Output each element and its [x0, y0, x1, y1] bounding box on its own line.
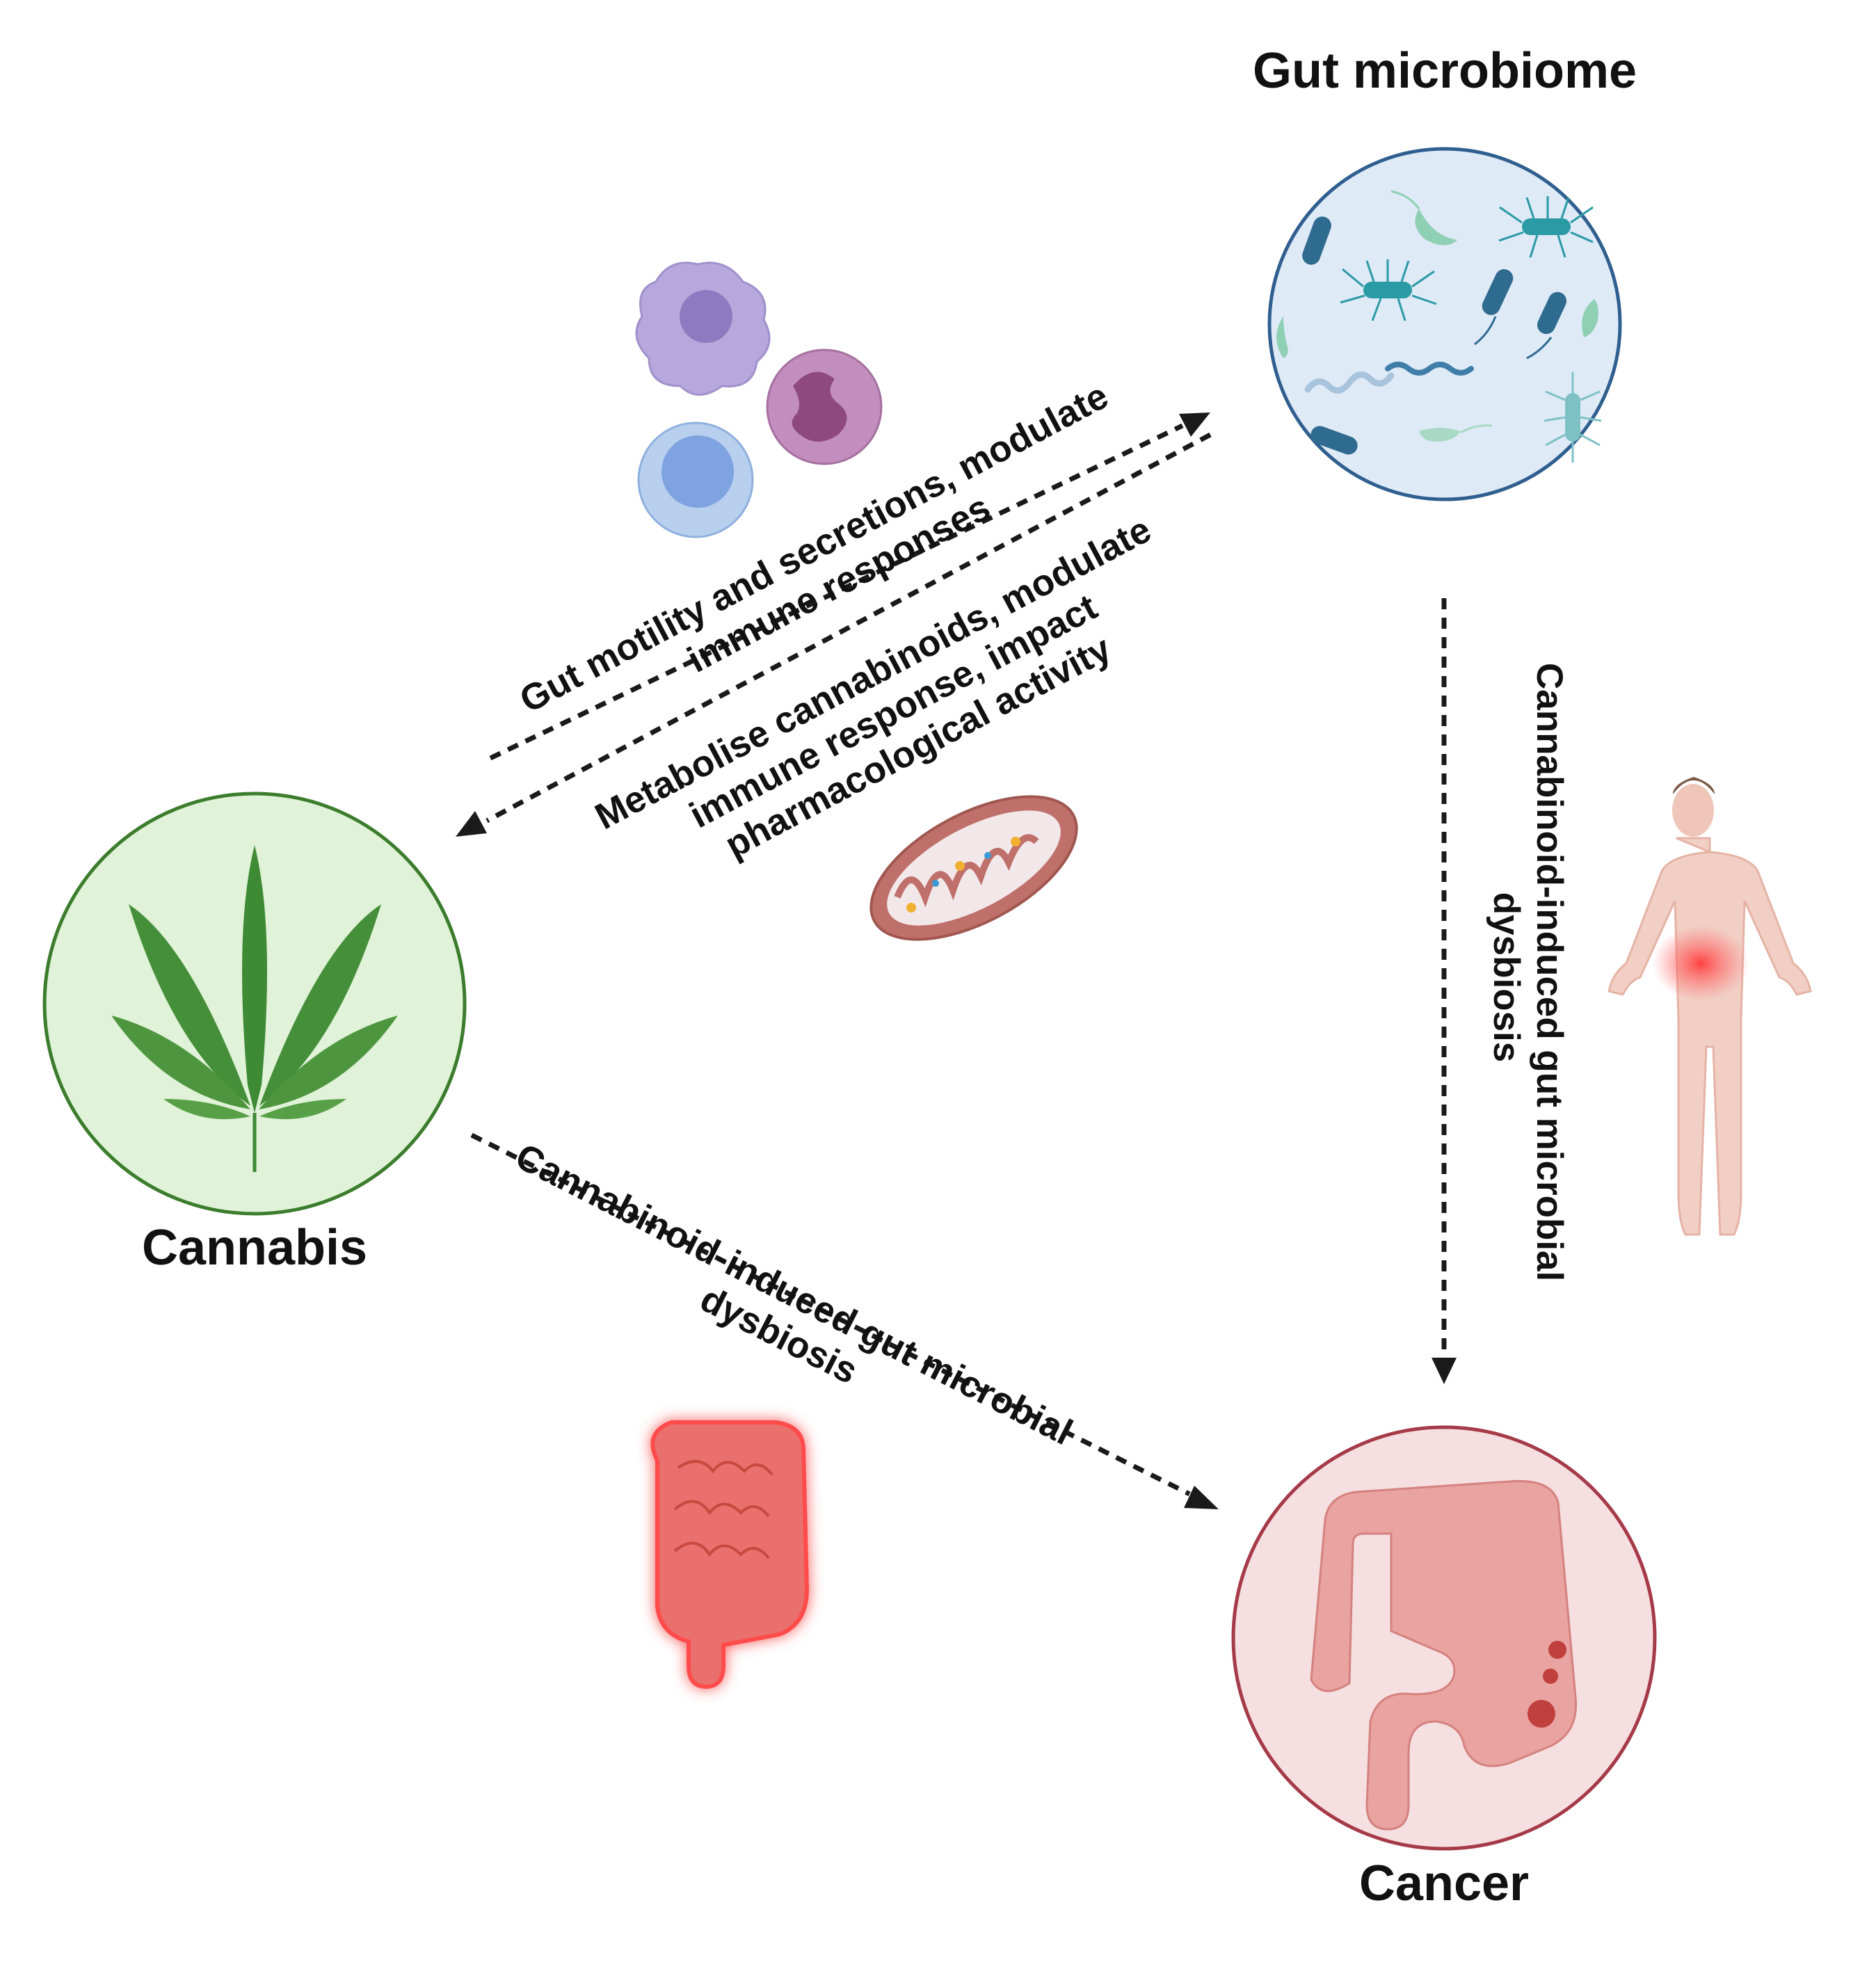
cannabis-leaf-icon: [111, 845, 398, 1172]
cannabis-label: Cannabis: [142, 1220, 367, 1276]
edge-cannabis-to-microbiome: [489, 412, 1210, 761]
cannabis-node: Cannabis: [42, 792, 467, 1276]
edge-cannabis-to-cancer: [470, 1132, 1219, 1509]
lymphocyte-icon: [637, 421, 754, 538]
gut-microbiome-label: Gut microbiome: [1253, 43, 1637, 99]
edge-label-line: Cannabinoid-induced gut microbial: [509, 1136, 1079, 1453]
mitochondrion-icon: [869, 795, 1078, 941]
edge-microbiome-to-cannabis: [456, 432, 1212, 837]
edge-microbiome-to-cancer: [1432, 598, 1457, 1384]
bacteria-icon: [1276, 190, 1602, 463]
inflamed-intestine-icon: [650, 1420, 810, 1689]
gut-microbiome-node: Gut microbiome: [1253, 43, 1637, 501]
neutrophil-icon: [766, 348, 883, 465]
macrophage-icon: [635, 262, 771, 396]
human-body-icon: [1608, 777, 1812, 1236]
edge-label-line: dysbiosis: [1486, 892, 1527, 1062]
edge-label-microbiome-to-cancer: Cannabinoid-induced gut microbial dysbio…: [1486, 663, 1570, 1292]
colon-tumor-icon: [1310, 1479, 1578, 1831]
edge-label-line: Cannabinoid-induced gut microbial: [1529, 663, 1570, 1281]
gut-microbiome-circle: [1267, 147, 1622, 501]
cancer-node: Cancer: [1231, 1425, 1657, 1911]
cancer-label: Cancer: [1359, 1856, 1529, 1911]
immune-cells-icon: [635, 262, 883, 538]
